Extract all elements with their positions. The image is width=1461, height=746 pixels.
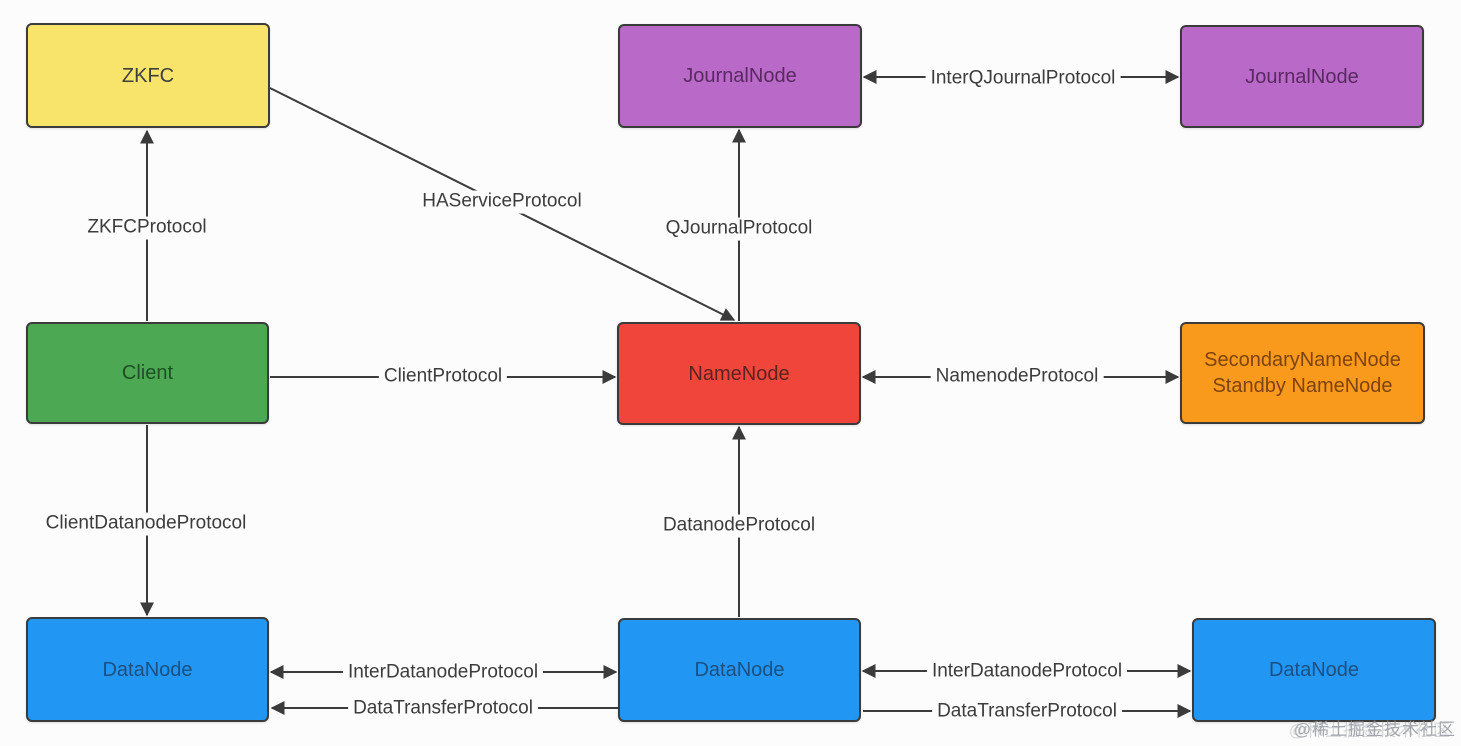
node-client: Client <box>26 322 269 424</box>
node-namenode: NameNode <box>617 322 861 425</box>
node-datanode-2: DataNode <box>618 618 861 722</box>
node-label: ZKFC <box>121 64 175 87</box>
edge-label-namenodeprotocol: NamenodeProtocol <box>930 365 1104 389</box>
edge-label-interdatanodeprotocol-right: InterDatanodeProtocol <box>926 660 1128 684</box>
node-label: NameNode <box>688 362 790 385</box>
node-journalnode-1: JournalNode <box>618 24 862 128</box>
node-datanode-3: DataNode <box>1192 618 1436 722</box>
edge-label-datatransferprotocol-left: DataTransferProtocol <box>348 697 538 721</box>
edge-label-clientdatanodeprotocol: ClientDatanodeProtocol <box>40 512 252 536</box>
edge-label-interqjournalprotocol: InterQJournalProtocol <box>925 67 1121 91</box>
edge-label-datatransferprotocol-right: DataTransferProtocol <box>932 700 1122 724</box>
edge-label-haserviceprotocol: HAServiceProtocol <box>417 190 587 214</box>
node-label: SecondaryNameNode <box>1204 349 1401 371</box>
node-label: JournalNode <box>683 65 797 87</box>
edge-label-clientprotocol: ClientProtocol <box>378 365 508 389</box>
node-datanode-1: DataNode <box>26 617 269 722</box>
node-zkfc: ZKFC <box>26 23 270 128</box>
node-label: DataNode <box>102 658 193 681</box>
node-label: Client <box>121 362 174 384</box>
edge-label-interdatanodeprotocol-left: InterDatanodeProtocol <box>342 661 544 685</box>
node-label: Standby NameNode <box>1212 375 1393 397</box>
node-label: DataNode <box>694 659 785 681</box>
edge-label-datanodeprotocol: DatanodeProtocol <box>657 514 821 538</box>
edge-label-qjournalprotocol: QJournalProtocol <box>660 217 818 241</box>
watermark: @稀土掘金技术社区 <box>1293 720 1456 739</box>
node-journalnode-2: JournalNode <box>1180 25 1424 128</box>
edge-label-zkfcprotocol: ZKFCProtocol <box>82 216 212 240</box>
node-label: DataNode <box>1268 659 1360 681</box>
node-label: JournalNode <box>1245 65 1359 88</box>
